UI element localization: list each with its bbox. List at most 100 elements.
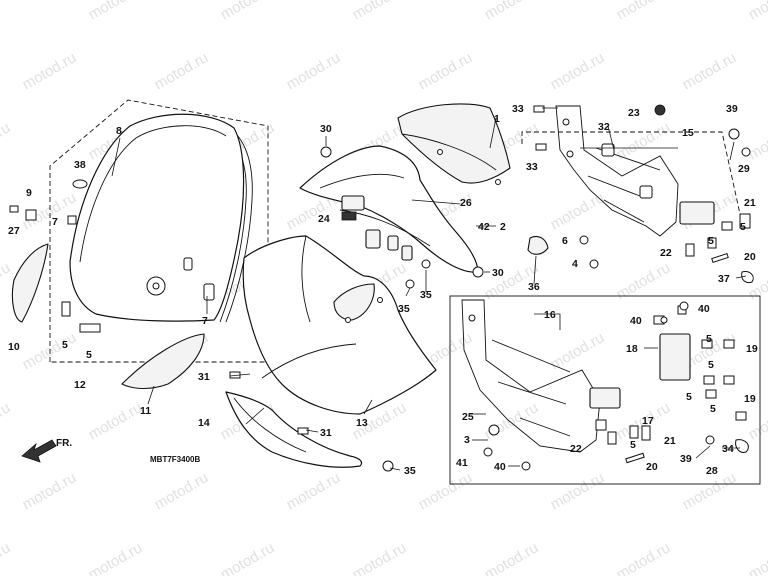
watermark-text: motod.ru: [416, 469, 476, 513]
watermark-text: motod.ru: [218, 0, 278, 23]
watermark-text: motod.ru: [614, 0, 674, 23]
front-marker-label: FR.: [56, 438, 72, 449]
watermark-text: motod.ru: [548, 469, 608, 513]
watermark-text: motod.ru: [0, 539, 13, 576]
callout-17: 17: [642, 415, 654, 427]
watermark-text: motod.ru: [284, 49, 344, 93]
upper-stay-frame: [555, 105, 715, 237]
callout-21b: 21: [664, 435, 676, 447]
callout-14: 14: [198, 417, 210, 429]
callout-25: 25: [462, 411, 474, 423]
watermark-text: motod.ru: [218, 539, 278, 576]
callout-20b: 20: [646, 461, 658, 473]
callout-3: 3: [464, 434, 470, 446]
callout-30b: 30: [492, 267, 504, 279]
callout-4: 4: [572, 258, 578, 270]
callout-33b: 33: [526, 161, 538, 173]
watermark-text: motod.ru: [614, 259, 674, 303]
watermark-text: motod.ru: [0, 399, 13, 443]
callout-24: 24: [318, 213, 330, 225]
callout-35c: 35: [404, 465, 416, 477]
callout-5b: 5: [86, 349, 92, 361]
callout-5f: 5: [708, 359, 714, 371]
watermark-text: motod.ru: [86, 399, 146, 443]
watermark-text: motod.ru: [548, 49, 608, 93]
callout-22: 22: [660, 247, 672, 259]
watermark-text: motod.ru: [482, 399, 542, 443]
callout-10: 10: [8, 341, 20, 353]
callout-40c: 40: [494, 461, 506, 473]
callout-1: 1: [494, 113, 500, 125]
watermark-text: motod.ru: [152, 469, 212, 513]
callout-34: 34: [722, 443, 734, 455]
callout-39: 39: [726, 103, 738, 115]
leader-lines: [111, 107, 747, 471]
callout-33: 33: [512, 103, 524, 115]
meter-visor: [397, 103, 511, 185]
callout-28: 28: [706, 465, 718, 477]
inner-cowl-panel: [299, 145, 479, 273]
callout-37: 37: [718, 273, 730, 285]
callout-42: 42: [478, 221, 490, 233]
callout-31b: 31: [320, 427, 332, 439]
callout-5e: 5: [706, 333, 712, 345]
watermark-text: motod.ru: [152, 49, 212, 93]
lower-cowl: [225, 391, 363, 468]
watermark-text: motod.ru: [680, 49, 740, 93]
callout-20: 20: [744, 251, 756, 263]
watermark-text: motod.ru: [350, 0, 410, 23]
callout-40b: 40: [630, 315, 642, 327]
callout-30: 30: [320, 123, 332, 135]
watermark-text: motod.ru: [746, 399, 768, 443]
upper-cowl: [242, 235, 437, 415]
callout-13: 13: [356, 417, 368, 429]
callout-11: 11: [140, 405, 151, 417]
lower-group-box: [449, 295, 761, 485]
lower-garnish: [121, 333, 205, 390]
callout-5i: 5: [630, 439, 636, 451]
callout-41: 41: [456, 457, 468, 469]
watermark-text: motod.ru: [482, 0, 542, 23]
callout-29: 29: [738, 163, 750, 175]
callout-18: 18: [626, 343, 638, 355]
callout-9: 9: [26, 187, 32, 199]
stay-group-box: [521, 131, 741, 215]
watermark-text: motod.ru: [548, 189, 608, 233]
callout-40: 40: [698, 303, 710, 315]
callout-19: 19: [746, 343, 758, 355]
callout-36: 36: [528, 281, 540, 293]
lower-bracket-assembly: [461, 299, 691, 453]
watermark-text: motod.ru: [20, 469, 80, 513]
diagram-code: MBT7F3400B: [150, 455, 200, 464]
callout-26: 26: [460, 197, 472, 209]
watermark-text: motod.ru: [0, 259, 13, 303]
windscreen-group-box: [49, 99, 269, 363]
callout-5d: 5: [740, 221, 746, 233]
front-direction-arrow: FR.: [21, 438, 72, 463]
callout-5g: 5: [686, 391, 692, 403]
callout-39b: 39: [680, 453, 692, 465]
watermark-text: motod.ru: [20, 329, 80, 373]
callout-8: 8: [116, 125, 122, 137]
callout-5h: 5: [710, 403, 716, 415]
watermark-text: motod.ru: [0, 119, 13, 163]
callout-35: 35: [420, 289, 432, 301]
hardware: [9, 104, 754, 472]
callout-38: 38: [74, 159, 86, 171]
watermark-text: motod.ru: [746, 539, 768, 576]
callout-32: 32: [598, 121, 610, 133]
callout-12: 12: [74, 379, 86, 391]
watermark-text: motod.ru: [614, 539, 674, 576]
watermark-text: motod.ru: [482, 539, 542, 576]
watermark-text: motod.ru: [746, 119, 768, 163]
watermark-text: motod.ru: [350, 539, 410, 576]
callout-7b: 7: [202, 315, 208, 327]
watermark-text: motod.ru: [86, 539, 146, 576]
callout-19b: 19: [744, 393, 756, 405]
callout-16: 16: [544, 309, 556, 321]
callout-7: 7: [52, 216, 58, 228]
callout-6: 6: [562, 235, 568, 247]
callout-labels: 1 2 3 4 5 5 5 5 5 5 5 5 5 6 7 7 8 9 10 1…: [8, 103, 758, 477]
callout-22b: 22: [570, 443, 582, 455]
